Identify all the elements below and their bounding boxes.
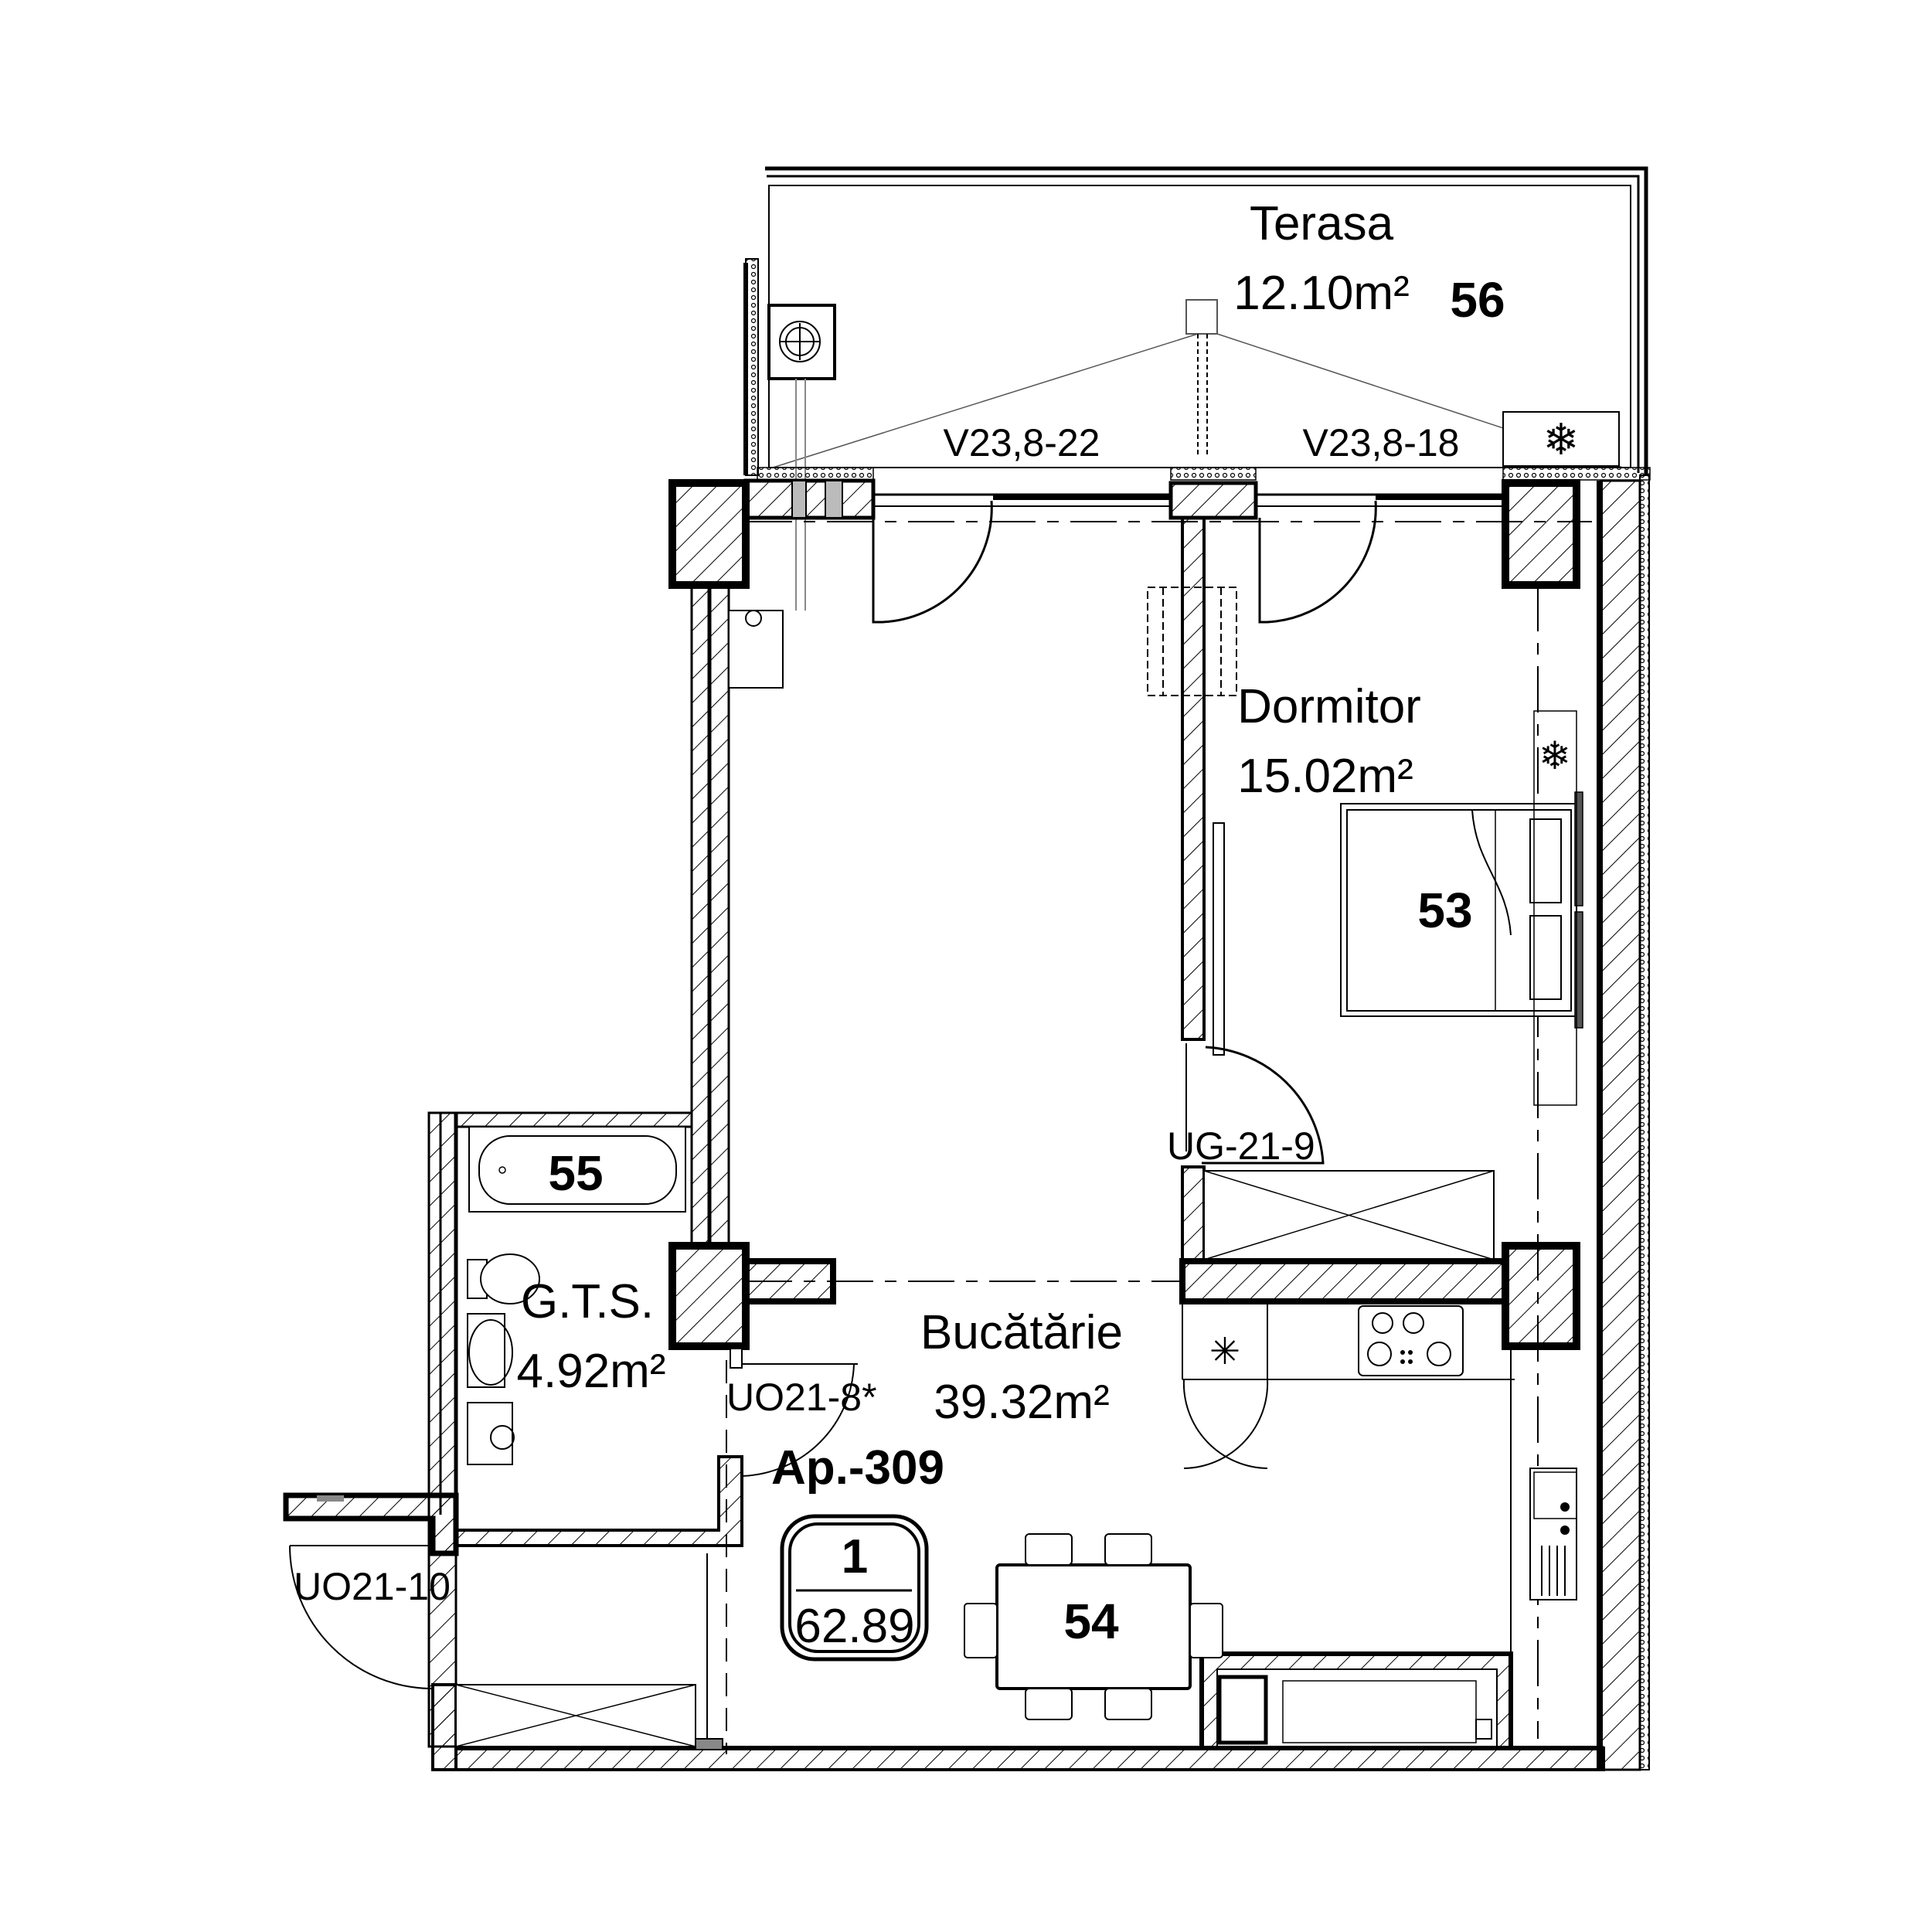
fridge-icon: ✳ — [1209, 1332, 1240, 1372]
boiler-icon — [745, 610, 762, 627]
double-bed-icon: ❄ — [1340, 710, 1583, 1106]
door-label-bedroom: UG-21-9 — [1167, 1124, 1315, 1168]
room-area-terasa: 12.10m² — [1233, 267, 1409, 320]
room-name-terasa: Terasa — [1250, 197, 1394, 250]
sink-icon — [1529, 1468, 1577, 1600]
lamp-icon — [1185, 299, 1218, 335]
bottom-counter — [1199, 1651, 1513, 1750]
washing-machine-icon — [467, 1402, 515, 1465]
room-area-gts: 4.92m² — [517, 1345, 666, 1398]
window-label-right: V23,8-18 — [1303, 421, 1460, 464]
room-name-dormitor: Dormitor — [1237, 680, 1421, 733]
ac-indoor-unit-icon: ❄ — [1502, 411, 1620, 467]
ac-indoor-unit-icon: ❄ — [1539, 734, 1571, 777]
entrance: UO21-10 — [283, 1492, 708, 1771]
bedroom-partition: UG-21-9 — [1147, 516, 1495, 1261]
door-label-entrance: UO21-10 — [294, 1565, 451, 1608]
bathtub-icon — [468, 1126, 686, 1213]
right-exterior-wall — [1537, 474, 1650, 1771]
room-area-bucatarie: 39.32m² — [934, 1376, 1109, 1429]
badge-total-area: 62.89 — [794, 1600, 914, 1653]
cooktop-icon — [1358, 1305, 1464, 1376]
room-area-dormitor: 15.02m² — [1237, 750, 1413, 803]
column — [1502, 1242, 1580, 1350]
washing-machine-icon — [1217, 1675, 1268, 1745]
room-number-dormitor: 53 — [1417, 883, 1472, 938]
apartment-label: Ap.-309 — [771, 1441, 944, 1495]
living-left-wall — [690, 583, 784, 1247]
door-label-bathroom: UO21-8* — [726, 1376, 877, 1419]
room-name-gts: G.T.S. — [521, 1275, 654, 1328]
bottom-wall — [454, 1747, 1605, 1771]
dining-table-icon — [964, 1533, 1223, 1720]
room-number-bucatarie: 54 — [1063, 1594, 1119, 1649]
bathroom: 55 G.T.S. 4.92m² UO21-8* — [427, 1111, 877, 1754]
apartment-badge: 1 62.89 — [780, 1514, 929, 1662]
facade-wall-top — [743, 467, 1651, 624]
tv-icon — [1213, 822, 1225, 1056]
room-name-bucatarie: Bucătărie — [920, 1306, 1123, 1359]
column — [668, 1242, 750, 1350]
wardrobe-icon — [1203, 1170, 1495, 1260]
window-label-left: V23,8-22 — [944, 421, 1100, 464]
badge-room-count: 1 — [842, 1530, 868, 1583]
svg-text:❄: ❄ — [1543, 415, 1580, 464]
terrace: ❄ Terasa 12.10m² 56 — [743, 166, 1648, 611]
column — [1502, 479, 1580, 589]
room-number-gts: 55 — [548, 1145, 603, 1201]
bedroom-kitchen-wall — [1179, 1258, 1509, 1304]
column — [668, 479, 750, 589]
room-number-terasa: 56 — [1450, 272, 1505, 328]
washbasin-icon — [467, 1313, 513, 1388]
toilet-icon — [467, 1253, 540, 1304]
